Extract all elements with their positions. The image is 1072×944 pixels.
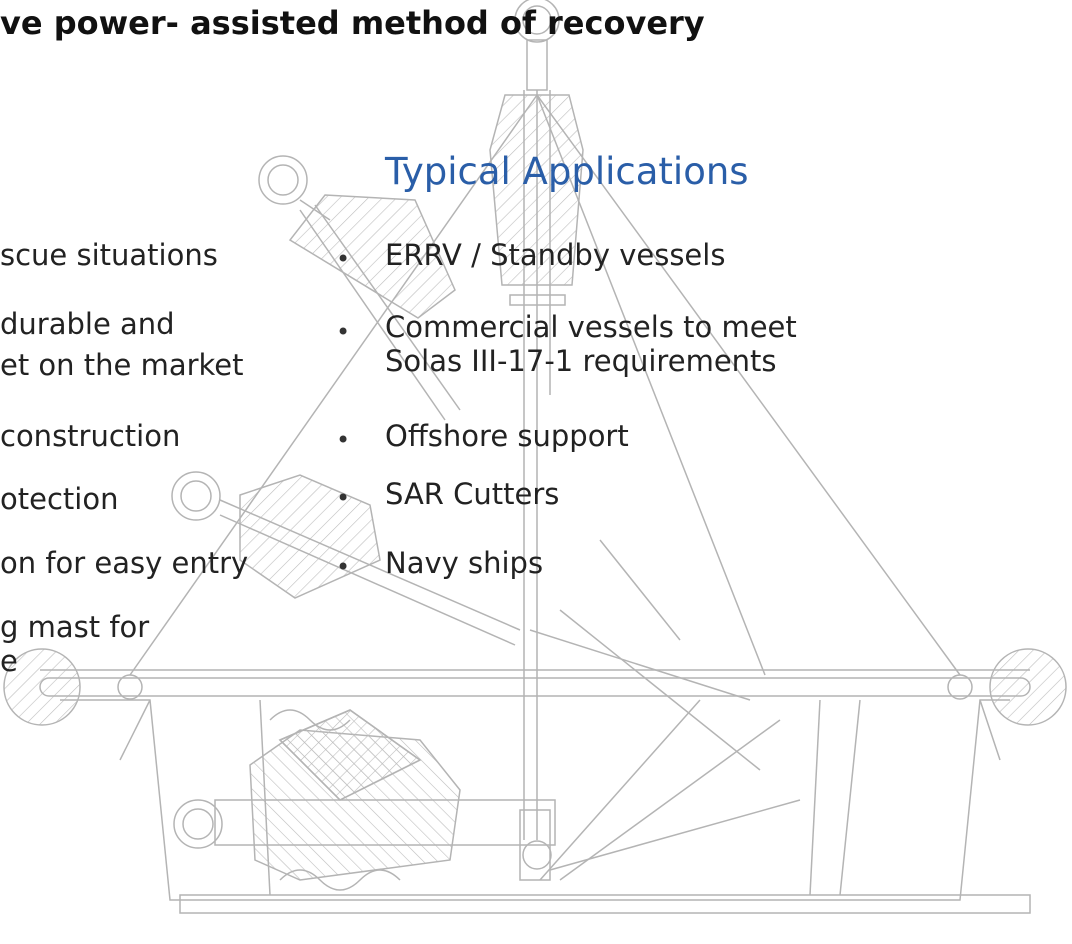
feature-item-continued: et on the market (0, 348, 244, 382)
application-item-continued: Solas III-17-1 requirements (385, 344, 777, 378)
feature-item: scue situations (0, 238, 218, 272)
feature-item: construction (0, 419, 181, 453)
bullet-icon: • (336, 426, 351, 454)
feature-item-continued: e (0, 644, 18, 678)
bullet-icon: • (336, 245, 351, 273)
applications-heading: Typical Applications (385, 150, 749, 193)
application-item: SAR Cutters (385, 477, 560, 511)
feature-item: otection (0, 482, 119, 516)
feature-item: g mast for (0, 610, 150, 644)
application-item: Navy ships (385, 546, 544, 580)
feature-item: on for easy entry (0, 546, 249, 580)
bullet-icon: • (336, 484, 351, 512)
application-item: Offshore support (385, 419, 629, 453)
bullet-icon: • (336, 553, 351, 581)
application-item: ERRV / Standby vessels (385, 238, 726, 272)
bullet-icon: • (336, 318, 351, 346)
application-item: Commercial vessels to meet (385, 310, 797, 344)
page-title: ve power- assisted method of recovery (0, 4, 705, 42)
feature-item: durable and (0, 307, 175, 341)
